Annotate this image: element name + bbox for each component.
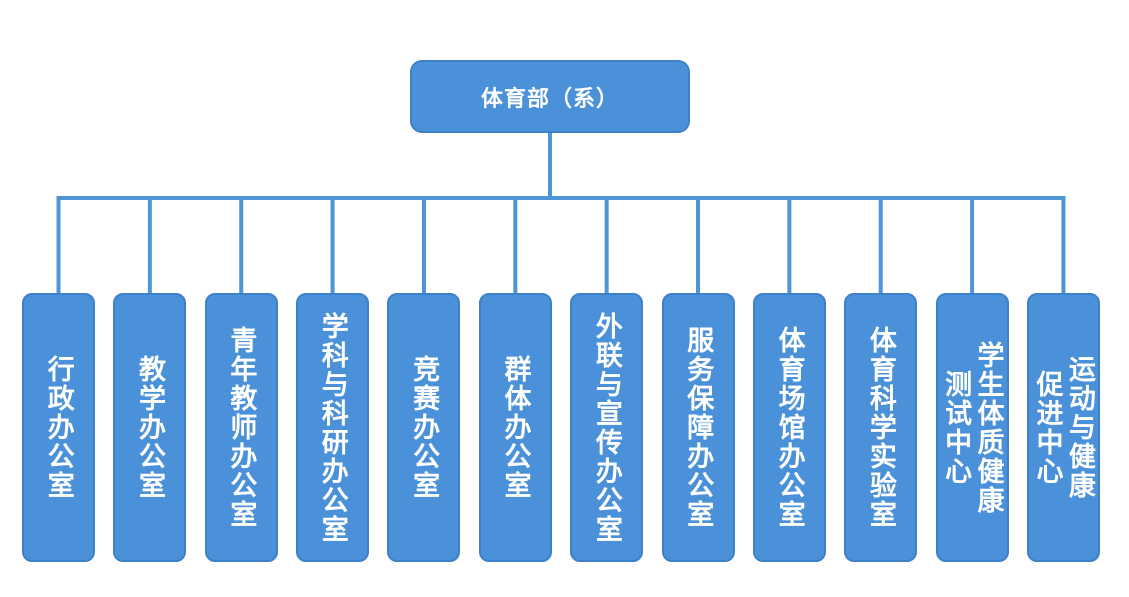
org-node-label: 学科与科研办公室 bbox=[317, 311, 348, 544]
root-label: 体育部（系） bbox=[480, 85, 619, 111]
child-box: 服务保障办公室 bbox=[661, 293, 735, 562]
child-box: 竞赛办公室 bbox=[387, 293, 461, 562]
root-box: 体育部（系） bbox=[410, 60, 690, 133]
org-node-label: 服务保障办公室 bbox=[683, 326, 714, 529]
org-node-label: 青年教师办公室 bbox=[226, 326, 257, 529]
child-box: 青年教师办公室 bbox=[204, 293, 278, 562]
child-box: 外联与宣传办公室 bbox=[570, 293, 644, 562]
child-box: 体育场馆办公室 bbox=[752, 293, 826, 562]
child-box: 学科与科研办公室 bbox=[296, 293, 370, 562]
child-box: 群体办公室 bbox=[478, 293, 552, 562]
org-node-label: 外联与宣传办公室 bbox=[591, 311, 622, 544]
org-node-label: 学生体质健康 测试中心 bbox=[941, 340, 1004, 515]
org-node-label: 教学办公室 bbox=[135, 355, 166, 500]
child-box: 学生体质健康 测试中心 bbox=[935, 293, 1009, 562]
children-row: 行政办公室 教学办公室 青年教师办公室 学科与科研办公室 竞赛办公室 群体办公室… bbox=[22, 293, 1100, 562]
org-node-label: 群体办公室 bbox=[500, 355, 531, 500]
child-box: 行政办公室 bbox=[22, 293, 95, 562]
child-box: 运动与健康 促进中心 bbox=[1026, 293, 1100, 562]
child-box: 教学办公室 bbox=[113, 293, 187, 562]
child-box: 体育科学实验室 bbox=[844, 293, 918, 562]
org-node-label: 体育场馆办公室 bbox=[774, 326, 805, 529]
org-node-label: 竞赛办公室 bbox=[409, 355, 440, 500]
org-node-label: 运动与健康 促进中心 bbox=[1032, 355, 1095, 500]
org-node-label: 行政办公室 bbox=[43, 355, 74, 500]
org-node-label: 体育科学实验室 bbox=[865, 326, 896, 529]
